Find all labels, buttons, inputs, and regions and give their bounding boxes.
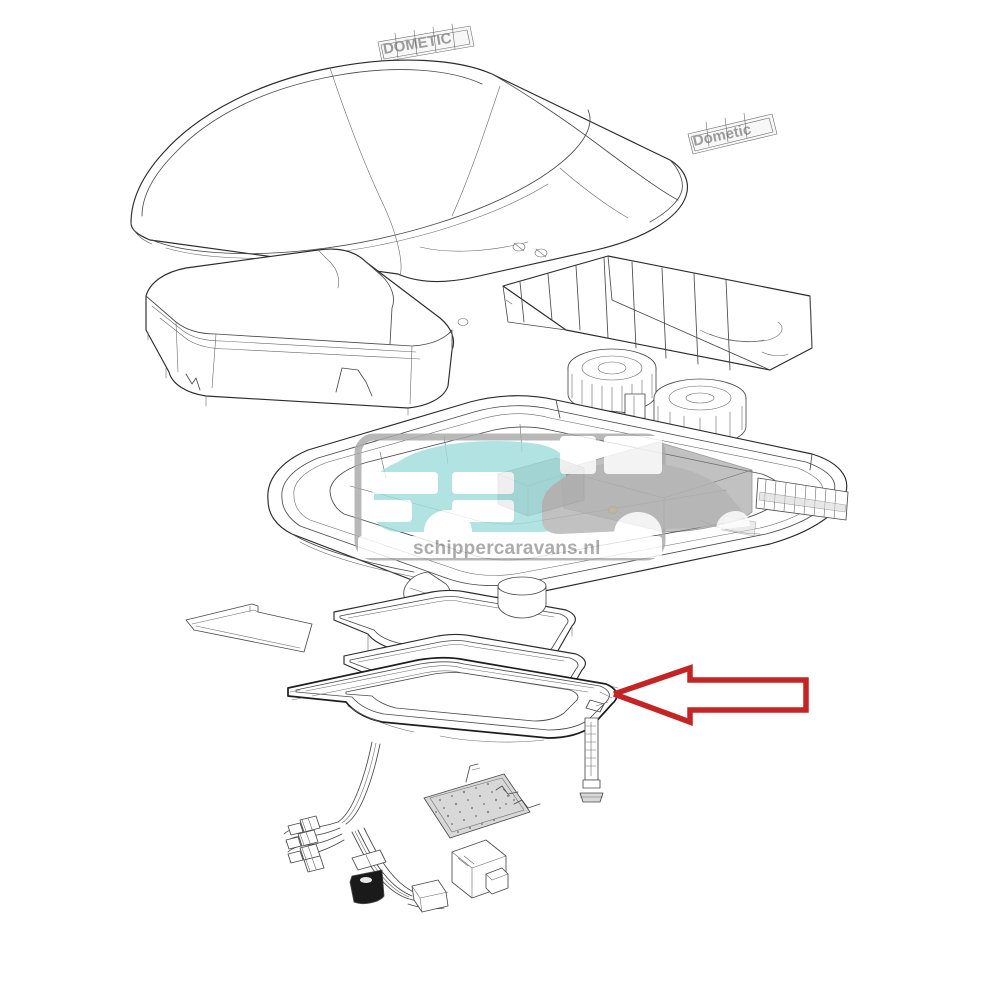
side-brand-plate: Dometic — [687, 112, 778, 155]
side-vent-grille — [755, 477, 849, 521]
watermark-site-text: schippercaravans.nl — [413, 538, 601, 559]
top-brand-plate: DOMETIC — [377, 23, 475, 63]
flat-shim-plate — [185, 603, 313, 653]
condenser-baffle-plate — [502, 255, 813, 371]
mounting-bolt — [579, 717, 604, 803]
rubber-grommet — [349, 869, 385, 905]
control-pcb-panel — [423, 763, 541, 839]
pointer-arrow — [613, 664, 809, 726]
inner-insulation-box — [145, 248, 455, 416]
relay-block — [451, 839, 509, 899]
upper-shroud — [130, 59, 689, 326]
wiring-harness — [283, 741, 449, 913]
site-watermark: schippercaravans.nl — [354, 433, 750, 561]
